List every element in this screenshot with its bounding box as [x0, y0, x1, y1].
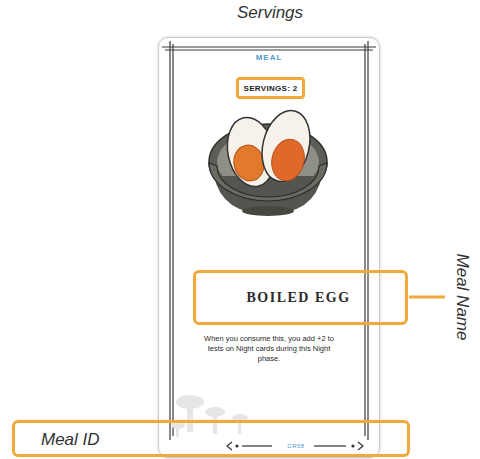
meal-name: BOILED EGG — [246, 290, 350, 306]
card-frame — [162, 41, 376, 440]
servings-text: SERVINGS: 2 — [244, 84, 298, 93]
callout-label: Meal Name — [452, 254, 472, 341]
bowl-lip — [209, 163, 327, 201]
card-type: MEAL — [159, 53, 379, 62]
card-ground — [158, 37, 380, 458]
meal-card: MEAL When you consume this, you add +2 to… — [158, 37, 380, 458]
mushroom-watermark — [171, 395, 248, 437]
boiled-egg — [221, 106, 317, 192]
meal-id-box: Meal ID CR58 — [12, 420, 410, 457]
leader-line — [409, 296, 445, 299]
servings-box: SERVINGS: 2 — [236, 77, 306, 99]
id-ornament — [227, 442, 363, 450]
callout-label: Meal ID — [41, 430, 100, 450]
callout-label: Servings — [237, 3, 303, 23]
meal-id: CR58 — [287, 443, 304, 449]
meal-name-box: BOILED EGG — [193, 270, 408, 325]
effect-text: When you consume this, you add +2 to tes… — [199, 334, 339, 363]
